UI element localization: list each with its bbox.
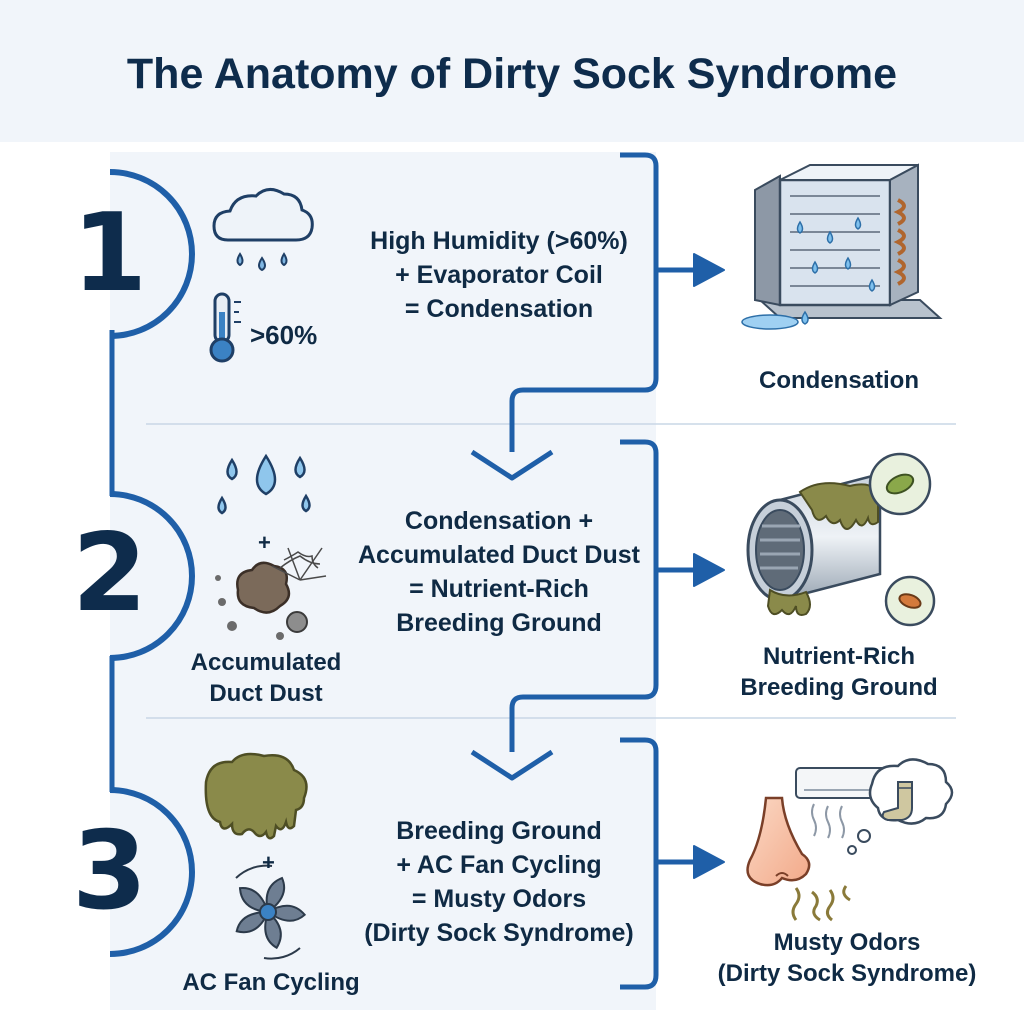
step-2-equation: Condensation + Accumulated Duct Dust = N… [334,504,664,640]
equation-line: Breeding Ground [396,609,602,637]
slimy-duct-icon [746,452,936,627]
step-2-plus: + [258,530,271,555]
rain-cloud-icon [212,188,314,272]
sock-thought-bubble-icon [847,758,954,855]
result-line: (Dirty Sock Syndrome) [717,959,977,987]
thermometer-icon [209,292,241,363]
odor-wisps-icon [791,885,851,922]
bracket-2 [470,439,725,781]
step-3-equation: Breeding Ground + AC Fan Cycling = Musty… [334,814,664,950]
step-1-result-label: Condensation [724,366,954,397]
equation-line: Accumulated Duct Dust [358,541,640,569]
evaporator-coil-icon [741,163,943,330]
equation-line: + AC Fan Cycling [396,851,602,879]
result-line: Condensation [759,367,919,394]
step-1-number: 1 [72,191,148,316]
input-line: Accumulated [190,649,342,676]
result-line: Nutrient-Rich [763,643,915,670]
step-3-number: 3 [72,809,148,934]
step-2-result-label: Nutrient-Rich Breeding Ground [714,642,964,703]
equation-line: = Nutrient-Rich [409,575,589,603]
equation-line: High Humidity (>60%) [370,227,628,255]
result-line: Musty Odors [773,929,921,956]
equation-line: (Dirty Sock Syndrome) [364,919,634,947]
step2-arc [109,491,195,661]
nose-icon [746,796,811,887]
step3-arc [109,787,195,957]
step-3-input-label: AC Fan Cycling [166,968,376,999]
step-1-equation: High Humidity (>60%) + Evaporator Coil =… [334,224,664,326]
step-2-input-label: Accumulated Duct Dust [166,648,366,709]
cobweb-icon [271,547,327,581]
equation-line: Breeding Ground [396,817,602,845]
page-title: The Anatomy of Dirty Sock Syndrome [126,50,898,98]
steps-panel [110,152,656,1010]
step1-arc [109,169,195,339]
bracket-1 [470,152,725,481]
step-3-result-label: Musty Odors (Dirty Sock Syndrome) [712,928,982,989]
result-line: Breeding Ground [740,673,938,701]
dust-clump-icon [215,561,308,640]
equation-line: = Musty Odors [411,885,587,913]
water-droplets-icon [217,453,311,515]
slime-blob-icon [204,752,308,840]
fan-icon [235,864,307,960]
equation-line: = Condensation [404,295,594,323]
input-line: Duct Dust [209,679,323,707]
bracket-3 [620,737,725,990]
title-banner [0,0,1024,142]
equation-line: Condensation + [404,507,594,535]
step-2-number: 2 [72,511,148,636]
input-line: AC Fan Cycling [182,969,360,996]
equation-line: + Evaporator Coil [395,261,603,289]
humidity-threshold-label: >60% [250,320,318,350]
step-3-plus: + [262,850,275,875]
